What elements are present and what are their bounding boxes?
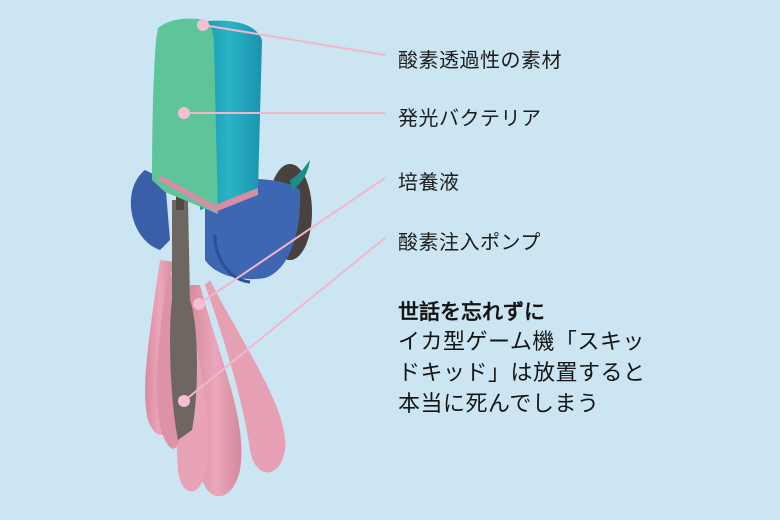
leader-line-fluid	[198, 177, 386, 305]
label-culture-fluid: 培養液	[398, 170, 460, 194]
caption-line: ドキッド」は放置すると	[398, 361, 646, 386]
leader-lines	[178, 19, 386, 407]
tentacles	[145, 260, 286, 497]
caption-headline: 世話を忘れずに	[398, 300, 545, 324]
caption: 世話を忘れずに イカ型ゲーム機「スキッ ドキッド」は放置すると 本当に死んでしま…	[398, 298, 646, 420]
caption-line: イカ型ゲーム機「スキッ	[398, 330, 645, 355]
marker-dot	[178, 395, 190, 407]
bacteria-tank	[152, 18, 262, 214]
leader-line-pump	[183, 237, 386, 402]
caption-line: 本当に死んでしまう	[398, 392, 600, 417]
label-oxygen-pump: 酸素注入ポンプ	[398, 230, 541, 254]
label-outer-shell: 酸素透過性の素材	[398, 48, 562, 72]
label-bacteria: 発光バクテリア	[398, 106, 542, 130]
marker-dot	[197, 19, 209, 31]
marker-dot	[193, 298, 205, 310]
marker-dot	[178, 107, 190, 119]
leader-line-shell	[202, 24, 386, 56]
